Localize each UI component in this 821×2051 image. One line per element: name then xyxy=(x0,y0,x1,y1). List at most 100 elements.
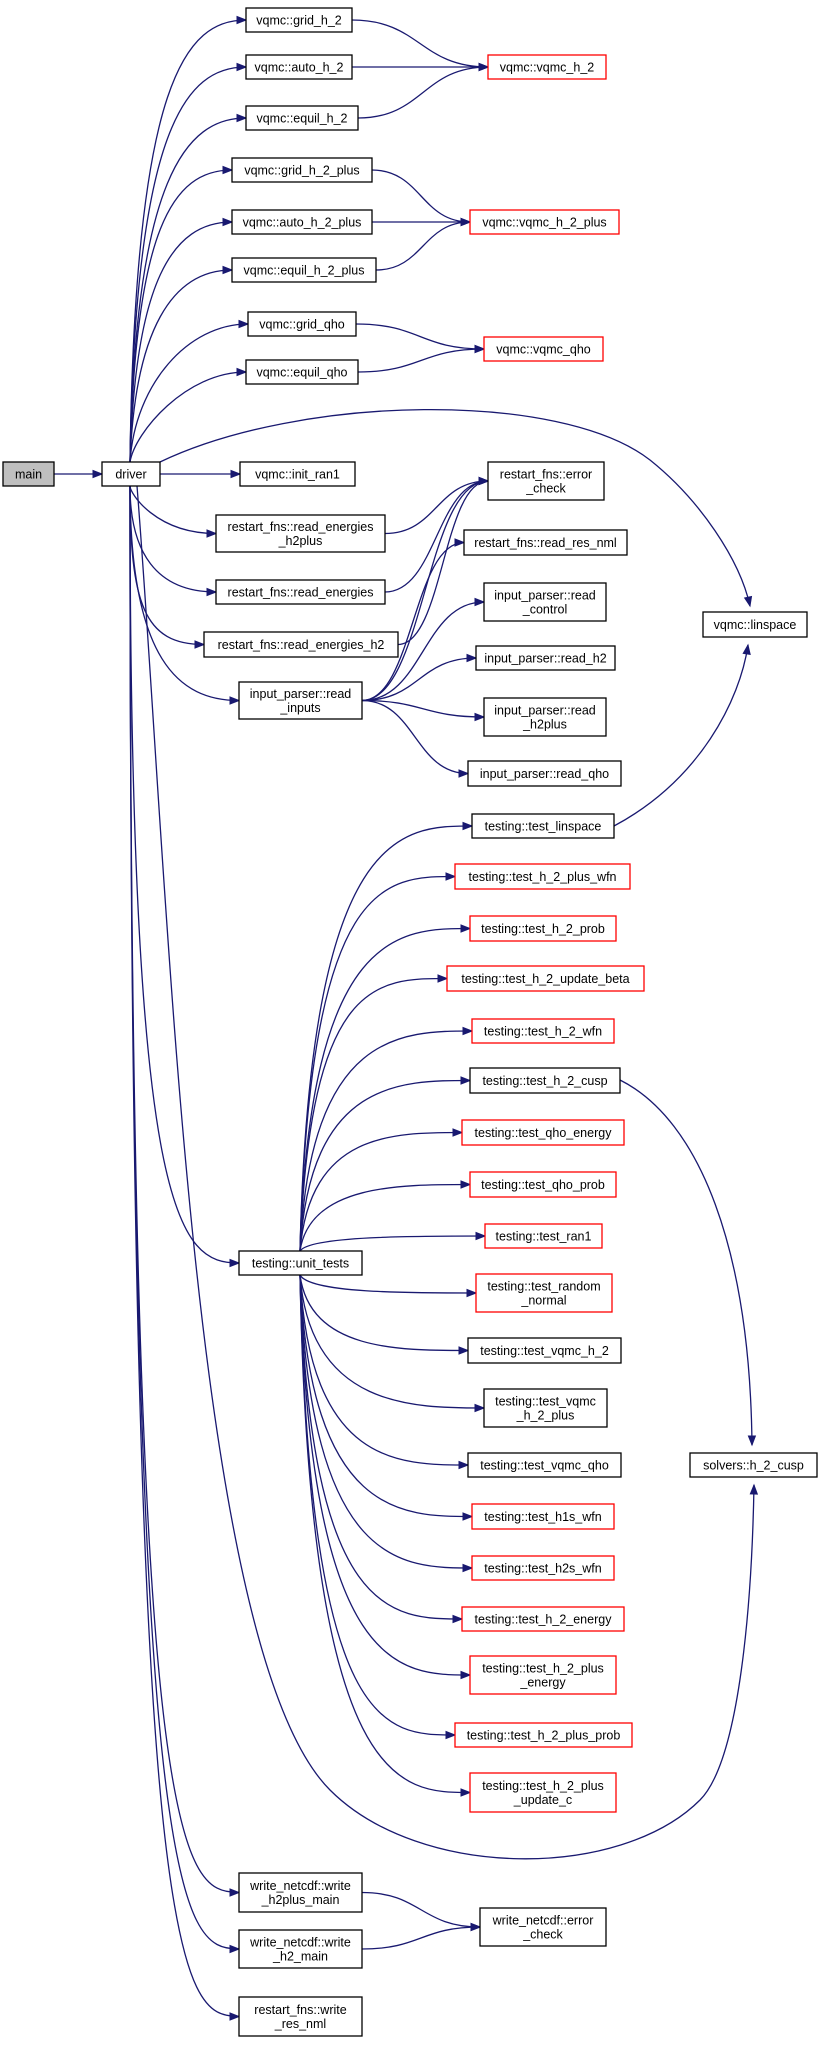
edge-unit-tests-to-test-h-2-update-beta xyxy=(299,974,449,1252)
node-rf-error-check[interactable]: restart_fns::error_check xyxy=(487,461,605,501)
node-test-ran1[interactable]: testing::test_ran1 xyxy=(484,1223,603,1249)
node-test-h-2-wfn[interactable]: testing::test_h_2_wfn xyxy=(471,1018,615,1044)
node-read-qho[interactable]: input_parser::read_qho xyxy=(467,760,622,787)
node-test-vqmc-qho[interactable]: testing::test_vqmc_qho xyxy=(467,1452,622,1478)
node-solvers-h-2-cusp[interactable]: solvers::h_2_cusp xyxy=(689,1452,818,1478)
edge-line xyxy=(299,1274,485,1409)
node-label: testing::test_vqmc_qho xyxy=(480,1459,609,1473)
node-test-h-2-prob[interactable]: testing::test_h_2_prob xyxy=(469,915,617,942)
edge-unit-tests-to-test-h-2-plus-energy xyxy=(299,1274,472,1680)
node-box xyxy=(238,1996,363,2037)
node-read-h2plus[interactable]: input_parser::read_h2plus xyxy=(483,697,607,737)
node-label: restart_fns::read_res_nml xyxy=(474,536,616,550)
edge-driver-to-read-energies xyxy=(129,485,218,597)
arrowhead xyxy=(454,538,466,547)
node-read-inputs[interactable]: input_parser::read_inputs xyxy=(238,681,363,720)
node-test-h2s-wfn[interactable]: testing::test_h2s_wfn xyxy=(471,1555,615,1581)
node-read-energies-h2plus[interactable]: restart_fns::read_energies_h2plus xyxy=(215,514,386,553)
node-test-random-normal[interactable]: testing::test_random_normal xyxy=(475,1273,613,1313)
edge-line xyxy=(299,1274,469,1352)
node-vqmc-h-2-plus[interactable]: vqmc::vqmc_h_2_plus xyxy=(469,209,620,235)
edge-line xyxy=(299,1274,473,1569)
edge-unit-tests-to-test-vqmc-qho xyxy=(299,1274,470,1470)
arrowhead xyxy=(222,165,234,175)
node-read-h2[interactable]: input_parser::read_h2 xyxy=(475,645,616,671)
edge-line xyxy=(299,1079,471,1252)
node-equil-h-2[interactable]: vqmc::equil_h_2 xyxy=(245,105,359,131)
node-test-h-2-cusp[interactable]: testing::test_h_2_cusp xyxy=(469,1067,621,1094)
node-box xyxy=(461,1606,625,1632)
node-write-res-nml[interactable]: restart_fns::write_res_nml xyxy=(238,1996,363,2037)
node-label: testing::test_h_2_plus_wfn xyxy=(468,870,616,884)
node-label: input_parser::read_qho xyxy=(480,767,609,781)
edge-driver-to-read-energies-h2 xyxy=(129,485,206,649)
edge-read-inputs-to-read-h2plus xyxy=(361,699,486,722)
node-label: testing::test_linspace xyxy=(485,820,602,834)
node-label: vqmc::grid_h_2_plus xyxy=(244,164,359,178)
node-read-energies[interactable]: restart_fns::read_energies xyxy=(215,579,386,605)
arrowhead xyxy=(236,15,248,25)
node-label: _inputs xyxy=(279,701,320,715)
node-test-linspace[interactable]: testing::test_linspace xyxy=(471,813,615,839)
node-auto-h-2[interactable]: vqmc::auto_h_2 xyxy=(245,54,353,80)
edge-read-inputs-to-read-h2 xyxy=(361,653,478,702)
edge-unit-tests-to-test-qho-energy xyxy=(299,1128,464,1252)
node-init-ran1[interactable]: vqmc::init_ran1 xyxy=(239,461,356,487)
node-test-vqmc-h-2-plus[interactable]: testing::test_vqmc_h_2_plus xyxy=(483,1388,608,1428)
edge-driver-to-init-ran1 xyxy=(160,469,242,479)
node-test-qho-prob[interactable]: testing::test_qho_prob xyxy=(469,1171,617,1198)
node-read-energies-h2[interactable]: restart_fns::read_energies_h2 xyxy=(203,631,399,658)
edge-line xyxy=(299,1274,469,1466)
edge-unit-tests-to-test-linspace xyxy=(299,821,474,1252)
node-label: testing::test_h_2_plus xyxy=(482,1662,604,1676)
node-test-vqmc-h-2[interactable]: testing::test_vqmc_h_2 xyxy=(467,1337,622,1364)
edge-line xyxy=(355,323,485,350)
node-test-h-2-plus-wfn[interactable]: testing::test_h_2_plus_wfn xyxy=(454,863,631,890)
node-box xyxy=(487,461,605,501)
node-driver[interactable]: driver xyxy=(101,461,161,487)
node-read-res-nml[interactable]: restart_fns::read_res_nml xyxy=(463,529,628,556)
edge-driver-to-grid-h-2-plus xyxy=(129,165,234,463)
node-test-h-2-plus-energy[interactable]: testing::test_h_2_plus_energy xyxy=(469,1655,617,1695)
node-label: _res_nml xyxy=(274,2017,326,2031)
node-auto-h-2-plus[interactable]: vqmc::auto_h_2_plus xyxy=(231,209,373,235)
arrowhead xyxy=(478,62,490,72)
node-equil-h-2-plus[interactable]: vqmc::equil_h_2_plus xyxy=(231,257,377,283)
edge-line xyxy=(136,485,755,1860)
node-test-h-2-plus-prob[interactable]: testing::test_h_2_plus_prob xyxy=(454,1722,633,1748)
node-grid-qho[interactable]: vqmc::grid_qho xyxy=(247,311,357,337)
node-box xyxy=(203,631,399,658)
edge-driver-to-grid-qho xyxy=(129,319,250,463)
node-wn-error-check[interactable]: write_netcdf::error_check xyxy=(479,1907,607,1947)
node-label: _h_2_plus xyxy=(516,1409,575,1423)
node-grid-h-2[interactable]: vqmc::grid_h_2 xyxy=(245,7,353,33)
node-test-qho-energy[interactable]: testing::test_qho_energy xyxy=(461,1119,625,1146)
node-main: main xyxy=(2,461,55,487)
node-equil-qho[interactable]: vqmc::equil_qho xyxy=(245,359,359,385)
arrowhead xyxy=(229,1944,241,1954)
edge-line xyxy=(129,485,240,1264)
node-test-h-2-update-beta[interactable]: testing::test_h_2_update_beta xyxy=(446,965,645,992)
node-label: vqmc::auto_h_2_plus xyxy=(243,216,362,230)
node-test-h1s-wfn[interactable]: testing::test_h1s_wfn xyxy=(471,1503,615,1530)
node-write-h2-main[interactable]: write_netcdf::write_h2_main xyxy=(238,1929,363,1969)
node-label: input_parser::read xyxy=(494,704,596,718)
node-vqmc-qho[interactable]: vqmc::vqmc_qho xyxy=(483,336,604,362)
node-read-control[interactable]: input_parser::read_control xyxy=(483,582,607,622)
arrowhead xyxy=(229,696,241,705)
node-write-h2plus-main[interactable]: write_netcdf::write_h2plus_main xyxy=(238,1872,363,1913)
node-box xyxy=(238,1872,363,1913)
node-test-h-2-plus-update-c[interactable]: testing::test_h_2_plus_update_c xyxy=(469,1772,617,1813)
node-label: write_netcdf::write xyxy=(249,1879,351,1893)
node-unit-tests[interactable]: testing::unit_tests xyxy=(238,1250,363,1276)
edge-driver-to-read-energies-h2plus xyxy=(129,485,218,538)
node-label: restart_fns::error xyxy=(500,468,592,482)
edge-equil-qho-to-vqmc-qho xyxy=(357,344,486,373)
node-vqmc-h-2[interactable]: vqmc::vqmc_h_2 xyxy=(487,54,607,80)
node-grid-h-2-plus[interactable]: vqmc::grid_h_2_plus xyxy=(231,157,373,183)
node-linspace[interactable]: vqmc::linspace xyxy=(702,611,808,638)
edge-line xyxy=(384,480,489,593)
node-test-h-2-energy[interactable]: testing::test_h_2_energy xyxy=(461,1606,625,1632)
node-box xyxy=(446,965,645,992)
